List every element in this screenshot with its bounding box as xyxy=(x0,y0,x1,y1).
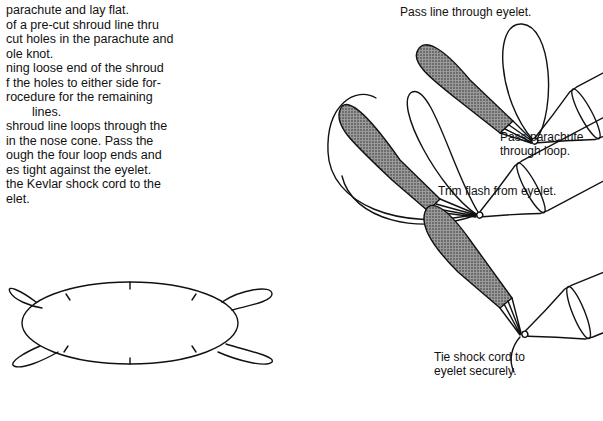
instruction-text: cut holes in the parachute and xyxy=(6,32,173,47)
instruction-text: f the holes to either side for- xyxy=(6,76,161,91)
instruction-text: ough the four loop ends and xyxy=(6,148,162,163)
instruction-text: rocedure for the remaining xyxy=(6,90,153,105)
pass-line-figure xyxy=(416,24,603,167)
instruction-text: elet. xyxy=(6,192,30,207)
instruction-text: parachute and lay flat. xyxy=(6,3,129,18)
instruction-text: es tight against the eyelet. xyxy=(6,163,151,178)
figure-caption: Pass parachute through loop. xyxy=(500,130,600,158)
figure-caption: Tie shock cord to eyelet securely. xyxy=(434,350,546,378)
instruction-text: ning loose end of the shroud xyxy=(6,61,164,76)
figure-caption: Pass line through eyelet. xyxy=(400,5,531,19)
instruction-text: in the nose cone. Pass the xyxy=(6,134,153,149)
flat-parachute xyxy=(9,282,272,367)
instruction-text: shroud line loops through the xyxy=(6,119,167,134)
figure-caption: Trim flash from eyelet. xyxy=(438,184,556,198)
instruction-text: of a pre-cut shroud line thru xyxy=(6,18,159,33)
instruction-text: lines. xyxy=(32,105,61,120)
pass-parachute-figure xyxy=(328,91,603,241)
instruction-text: ole knot. xyxy=(6,47,53,62)
tie-cord-figure xyxy=(424,205,603,372)
instruction-text: the Kevlar shock cord to the xyxy=(6,177,161,192)
